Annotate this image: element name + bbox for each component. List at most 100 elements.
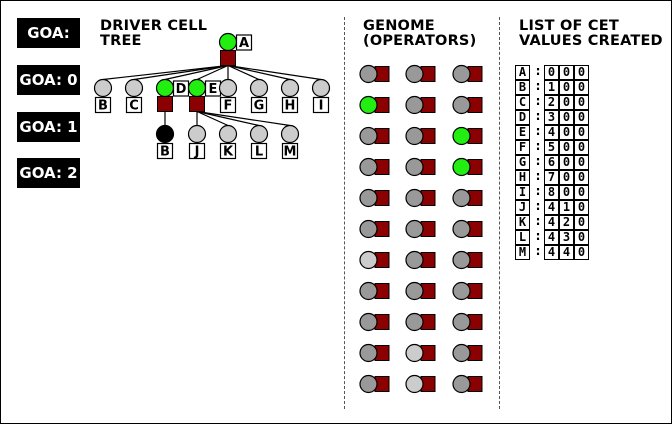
- tree-node-f-label: F: [219, 96, 237, 114]
- genome-operator-r2-c2[interactable]: [405, 95, 441, 115]
- genome-operator-r4-c3[interactable]: [452, 157, 488, 177]
- operator-circle-icon: [359, 157, 378, 177]
- genome-operator-r9-c3[interactable]: [452, 312, 488, 332]
- genome-operator-r4-c2[interactable]: [405, 157, 441, 177]
- cet-row-digit-3: 0: [574, 125, 589, 140]
- genome-operator-r9-c2[interactable]: [405, 312, 441, 332]
- genome-operator-r10-c2[interactable]: [405, 343, 441, 363]
- tree-node-l2-m-label: M: [281, 142, 299, 160]
- tree-node-l2-j[interactable]: [187, 124, 207, 144]
- operator-circle-icon: [452, 188, 471, 208]
- genome-operator-r3-c1[interactable]: [359, 126, 395, 146]
- cet-row-colon: :: [535, 79, 541, 93]
- genome-operator-r7-c3[interactable]: [452, 250, 488, 270]
- tree-node-g[interactable]: [249, 78, 269, 98]
- tree-node-h-label: H: [281, 96, 299, 114]
- operator-circle-icon: [359, 64, 378, 84]
- operator-circle-icon: [359, 250, 378, 270]
- genome-operator-r6-c2[interactable]: [405, 219, 441, 239]
- genome-operator-r5-c1[interactable]: [359, 188, 395, 208]
- cell-circle-icon: [187, 78, 207, 98]
- goa-minus1-button[interactable]: GOA: -1: [17, 18, 80, 72]
- genome-operator-r6-c3[interactable]: [452, 219, 488, 239]
- cet-row-colon: :: [535, 124, 541, 138]
- tree-node-l2-l[interactable]: [249, 124, 269, 144]
- cet-row-digit-3: 0: [574, 140, 589, 155]
- cet-row-digit-1: 2: [544, 95, 559, 110]
- tree-node-l2-b[interactable]: [155, 124, 175, 144]
- cet-row-digit-2: 2: [559, 215, 574, 230]
- tree-edge-root-b: [102, 64, 229, 81]
- operator-circle-icon: [359, 95, 378, 115]
- cet-row-digit-1: 7: [544, 170, 559, 185]
- cet-row-digit-2: 0: [559, 65, 574, 80]
- cet-row-digit-2: 3: [559, 230, 574, 245]
- cet-row-digit-3: 0: [574, 215, 589, 230]
- tree-edge-e-m: [196, 110, 291, 127]
- genome-operator-r11-c1[interactable]: [359, 374, 395, 394]
- tree-node-e[interactable]: [187, 78, 207, 112]
- genome-operator-r5-c3[interactable]: [452, 188, 488, 208]
- genome-operator-r3-c3[interactable]: [452, 126, 488, 146]
- separator-right: [499, 17, 500, 409]
- operator-circle-icon: [359, 188, 378, 208]
- genome-operator-r10-c1[interactable]: [359, 343, 395, 363]
- tree-node-l2-m[interactable]: [280, 124, 300, 144]
- goa-1-button[interactable]: GOA: 1: [17, 112, 80, 142]
- genome-operator-r8-c2[interactable]: [405, 281, 441, 301]
- genome-operator-r7-c2[interactable]: [405, 250, 441, 270]
- genome-operator-r10-c3[interactable]: [452, 343, 488, 363]
- cet-row-digit-1: 4: [544, 200, 559, 215]
- cet-row-digit-2: 0: [559, 170, 574, 185]
- genome-operator-r2-c3[interactable]: [452, 95, 488, 115]
- tree-edge-e-l: [196, 110, 260, 127]
- tree-node-b-label: B: [94, 96, 112, 114]
- genome-operator-r11-c3[interactable]: [452, 374, 488, 394]
- genome-operator-r6-c1[interactable]: [359, 219, 395, 239]
- cet-row-label: J: [515, 200, 530, 215]
- genome-operator-r7-c1[interactable]: [359, 250, 395, 270]
- cet-row-digit-3: 0: [574, 95, 589, 110]
- tree-header-line2: TREE: [100, 33, 142, 49]
- genome-operator-r2-c1[interactable]: [359, 95, 395, 115]
- goa-2-button[interactable]: GOA: 2: [17, 158, 80, 188]
- operator-circle-icon: [359, 219, 378, 239]
- genome-operator-r1-c1[interactable]: [359, 64, 395, 84]
- operator-square-icon: [220, 50, 236, 66]
- tree-node-h[interactable]: [280, 78, 300, 98]
- operator-circle-icon: [405, 157, 424, 177]
- tree-header: DRIVER CELL TREE: [100, 19, 207, 49]
- goa-0-button[interactable]: GOA: 0: [17, 65, 80, 95]
- operator-circle-icon: [452, 312, 471, 332]
- genome-operator-r8-c1[interactable]: [359, 281, 395, 301]
- genome-operator-r1-c3[interactable]: [452, 64, 488, 84]
- cell-circle-icon: [155, 78, 175, 98]
- genome-operator-r11-c2[interactable]: [405, 374, 441, 394]
- tree-node-i[interactable]: [311, 78, 331, 98]
- cell-circle-icon: [218, 78, 238, 98]
- genome-operator-r5-c2[interactable]: [405, 188, 441, 208]
- svg-text:D: D: [176, 82, 187, 97]
- cet-row-label: M: [515, 245, 530, 260]
- cet-row-digit-1: 3: [544, 110, 559, 125]
- tree-node-c[interactable]: [124, 78, 144, 98]
- cet-row-label: K: [515, 215, 530, 230]
- genome-operator-r4-c1[interactable]: [359, 157, 395, 177]
- genome-operator-r8-c3[interactable]: [452, 281, 488, 301]
- tree-node-f[interactable]: [218, 78, 238, 98]
- genome-operator-r3-c2[interactable]: [405, 126, 441, 146]
- genome-operator-r1-c2[interactable]: [405, 64, 441, 84]
- tree-node-b[interactable]: [93, 78, 113, 98]
- operator-circle-icon: [452, 64, 471, 84]
- genome-operator-r9-c1[interactable]: [359, 312, 395, 332]
- tree-node-d[interactable]: [155, 78, 175, 112]
- operator-circle-icon: [452, 126, 471, 146]
- cet-row-label: H: [515, 170, 530, 185]
- cet-row-digit-2: 0: [559, 155, 574, 170]
- tree-node-a[interactable]: [218, 32, 238, 66]
- operator-circle-icon: [359, 312, 378, 332]
- tree-node-g-label: G: [250, 96, 268, 114]
- tree-node-l2-l-label: L: [250, 142, 268, 160]
- tree-node-l2-k[interactable]: [218, 124, 238, 144]
